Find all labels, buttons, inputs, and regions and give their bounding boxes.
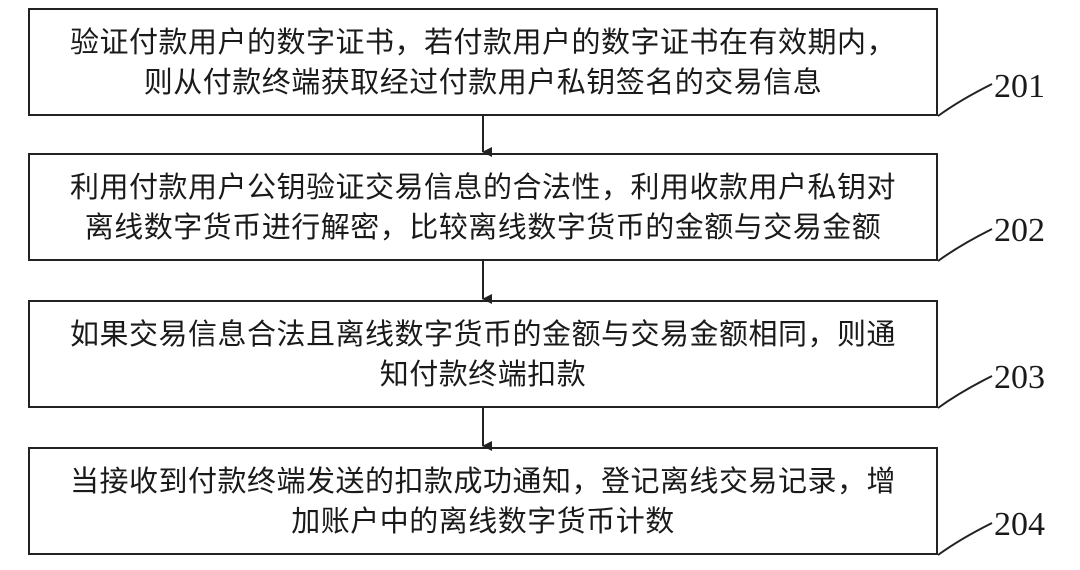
step-box-201: 验证付款用户的数字证书，若付款用户的数字证书在有效期内， 则从付款终端获取经过付… [28, 8, 938, 116]
step-box-204: 当接收到付款终端发送的扣款成功通知，登记离线交易记录，增 加账户中的离线数字货币… [28, 447, 938, 555]
leader-line-203 [937, 375, 993, 409]
step-text-line: 验证付款用户的数字证书，若付款用户的数字证书在有效期内， [69, 25, 896, 59]
step-text-line: 则从付款终端获取经过付款用户私钥签名的交易信息 [143, 65, 823, 99]
leader-line-202 [937, 228, 993, 262]
step-text-line: 当接收到付款终端发送的扣款成功通知，登记离线交易记录，增 [69, 464, 896, 498]
leader-line-204 [937, 522, 993, 556]
step-text-line: 如果交易信息合法且离线数字货币的金额与交易金额相同，则通 [69, 317, 896, 351]
step-number-label: 203 [994, 359, 1045, 396]
step-number-label: 201 [994, 68, 1045, 105]
step-text-line: 离线数字货币进行解密，比较离线数字货币的金额与交易金额 [84, 210, 882, 244]
leader-line-201 [937, 83, 993, 117]
step-box-202: 利用付款用户公钥验证交易信息的合法性，利用收款用户私钥对 离线数字货币进行解密，… [28, 153, 938, 261]
step-number-label: 202 [994, 212, 1045, 249]
step-text-line: 利用付款用户公钥验证交易信息的合法性，利用收款用户私钥对 [69, 170, 896, 204]
step-number-label: 204 [994, 506, 1045, 543]
step-text-line: 知付款终端扣款 [379, 357, 587, 391]
step-text-line: 加账户中的离线数字货币计数 [291, 504, 675, 538]
